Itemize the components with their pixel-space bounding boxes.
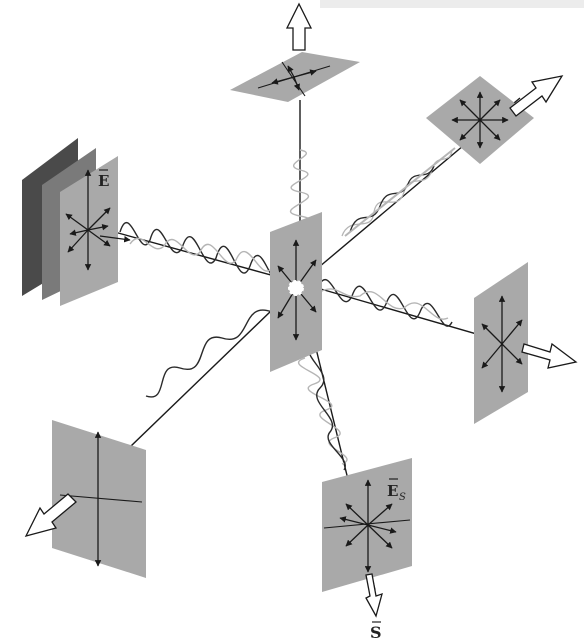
- hollow-arrow-upper-right: [510, 76, 562, 116]
- incident-wave-light: [130, 238, 272, 271]
- scatterer-icon: [289, 281, 303, 295]
- upper-right-starburst: [452, 92, 508, 148]
- upper-right-wave-line: [345, 148, 455, 236]
- down-wave: [299, 340, 347, 470]
- hollow-arrow-down: [366, 574, 382, 616]
- top-bar: [320, 0, 584, 8]
- scattered-field-text: E: [387, 482, 398, 500]
- incident-wave-dark: [120, 223, 282, 282]
- right-wave: [318, 280, 452, 327]
- lower-left-wave-dark: [146, 310, 272, 397]
- poynting-vector-text: S: [370, 623, 382, 642]
- upper-right-wave: [342, 148, 455, 236]
- scattered-field-subscript: S: [399, 492, 406, 503]
- incident-field-text: E: [98, 172, 109, 190]
- incident-plates: [22, 138, 118, 306]
- lower-left-wave: [146, 310, 272, 397]
- down-wave-dark: [308, 340, 345, 470]
- right-wave-dark: [318, 280, 452, 327]
- hollow-arrow-up: [287, 4, 311, 50]
- incident-field-label: E: [98, 170, 109, 190]
- poynting-vector-label: S: [370, 622, 382, 642]
- incident-wave: [120, 223, 282, 282]
- hollow-arrow-right: [522, 344, 576, 368]
